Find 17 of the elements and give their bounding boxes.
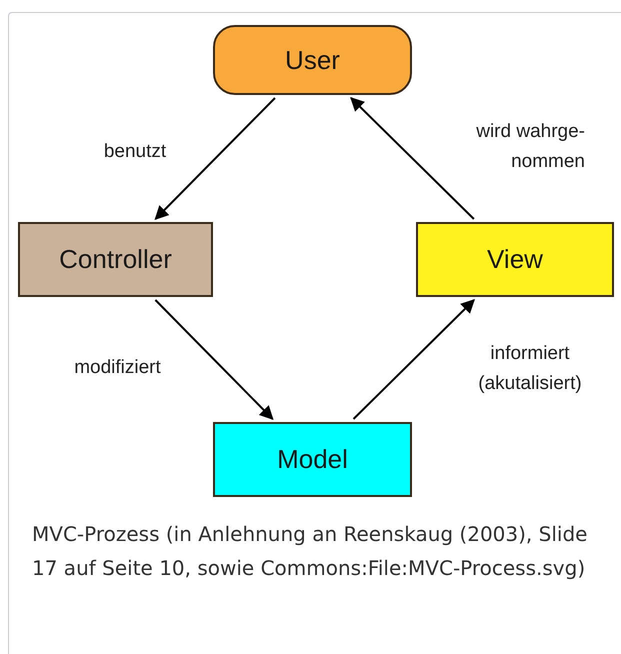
process-box [213,422,412,497]
process-box [416,222,614,297]
node-label: User [285,44,340,76]
arrow [350,97,475,220]
caption: MVC-Prozess (in Anlehnung an Reenskaug (2003), Slide 17 auf Seite 10, sowie Commons:File:MVC-Process.svg) [32,521,588,582]
arrow [352,299,475,420]
edge-label: informiert (akutalisiert) [477,342,583,396]
process-box [18,222,213,297]
arrow [154,97,276,220]
node-label: Model [277,443,348,476]
edge-label: wird wahrge- nommen [475,120,585,174]
edge-label: modifiziert [73,356,162,380]
rounded-box [213,25,412,95]
node-label: View [487,243,543,276]
edge-label: benutzt [102,140,168,164]
arrow [154,299,274,420]
node-label: Controller [59,243,172,276]
